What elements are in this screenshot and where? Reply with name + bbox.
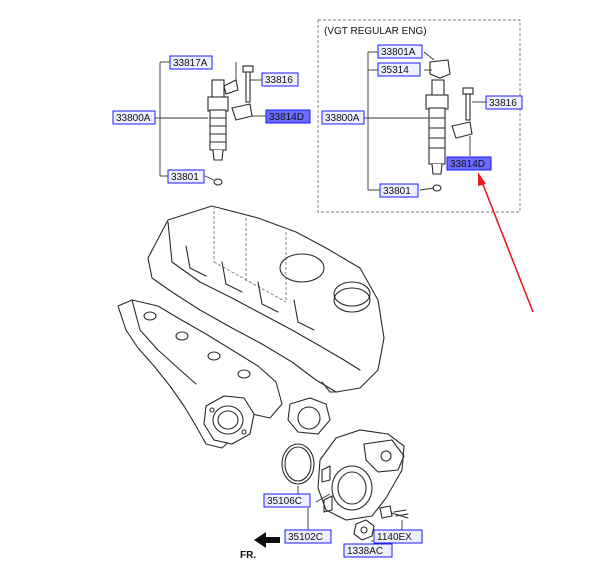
injector-left	[207, 65, 254, 186]
throttle-body	[317, 429, 405, 521]
intake-manifold	[117, 299, 283, 449]
egr-flange	[287, 397, 331, 435]
label-33816-left-text: 33816	[265, 75, 293, 86]
label-33800A-right-text: 33800A	[325, 113, 360, 124]
label-35314-text: 35314	[381, 65, 409, 76]
bottom-leader-lines	[297, 486, 403, 542]
label-33817A-text: 33817A	[173, 58, 208, 69]
label-33814D-right[interactable]: 33814D	[446, 156, 492, 171]
variant-box	[317, 19, 521, 213]
label-33817A[interactable]: 33817A	[169, 55, 213, 70]
label-33801A-text: 33801A	[381, 47, 416, 58]
label-33801-right[interactable]: 33801	[379, 183, 419, 198]
variant-caption: (VGT REGULAR ENG)	[324, 26, 427, 37]
bolt	[379, 505, 409, 519]
front-marker: FR.	[240, 532, 280, 561]
label-33801A[interactable]: 33801A	[377, 44, 423, 59]
label-35106C-text: 35106C	[267, 496, 302, 507]
label-33801-left[interactable]: 33801	[167, 169, 205, 184]
label-33800A-right[interactable]: 33800A	[321, 110, 365, 125]
label-33814D-right-text: 33814D	[450, 159, 485, 170]
label-35102C[interactable]: 35102C	[284, 529, 332, 544]
label-1140EX-text: 1140EX	[377, 532, 412, 543]
label-33800A-left[interactable]: 33800A	[112, 110, 156, 125]
nut	[353, 519, 375, 541]
label-1140EX[interactable]: 1140EX	[373, 529, 423, 544]
label-33816-right-text: 33816	[489, 98, 517, 109]
label-35314[interactable]: 35314	[377, 62, 421, 77]
label-33801-left-text: 33801	[171, 172, 199, 183]
label-33814D-left-text: 33814D	[269, 112, 304, 123]
label-33816-left[interactable]: 33816	[261, 72, 299, 87]
label-33814D-left[interactable]: 33814D	[265, 109, 311, 124]
injector-right	[425, 59, 474, 192]
gasket	[281, 443, 315, 485]
label-33816-right[interactable]: 33816	[485, 95, 523, 110]
left-leader-lines	[155, 61, 266, 181]
pointer-arrow	[478, 172, 534, 313]
front-marker-text: FR.	[240, 550, 256, 561]
cylinder-head	[147, 205, 385, 393]
right-leader-lines	[364, 51, 486, 191]
label-33800A-left-text: 33800A	[116, 113, 151, 124]
throttle-flange	[203, 395, 255, 445]
label-35102C-text: 35102C	[288, 532, 323, 543]
label-33801-right-text: 33801	[383, 186, 411, 197]
label-1338AC[interactable]: 1338AC	[343, 543, 393, 558]
label-1338AC-text: 1338AC	[347, 546, 383, 557]
label-35106C[interactable]: 35106C	[263, 493, 311, 508]
